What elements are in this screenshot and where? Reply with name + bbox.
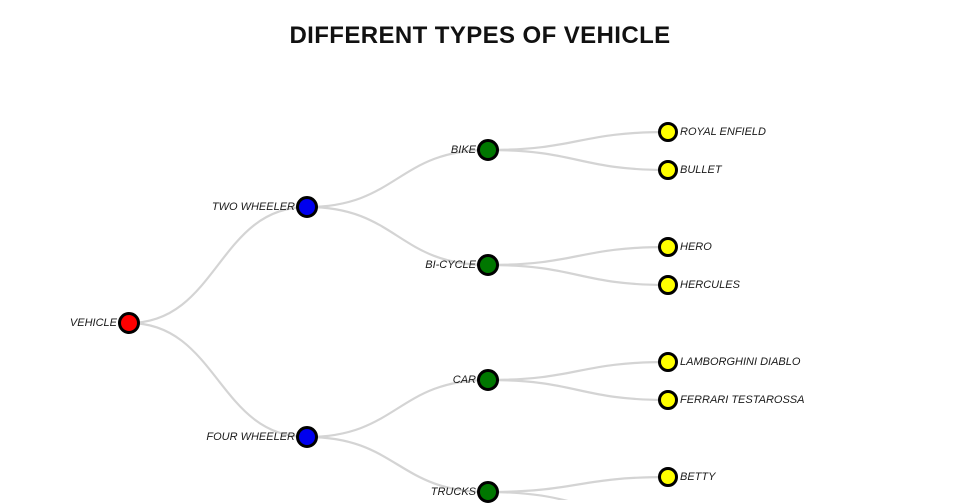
tree-node-label-hero: HERO	[680, 241, 712, 253]
tree-node-car[interactable]	[477, 369, 499, 391]
tree-node-label-bike: BIKE	[450, 144, 476, 156]
tree-edge	[127, 205, 309, 325]
tree-edge	[127, 321, 309, 439]
tree-node-four[interactable]	[296, 426, 318, 448]
tree-node-bullet[interactable]	[658, 160, 678, 180]
tree-node-label-royal: ROYAL ENFIELD	[680, 126, 766, 138]
tree-node-bike[interactable]	[477, 139, 499, 161]
tree-edge	[305, 435, 490, 494]
tree-node-label-lambo: LAMBORGHINI DIABLO	[680, 356, 801, 368]
tree-edge	[486, 490, 569, 500]
tree-node-label-vehicle: VEHICLE	[69, 317, 117, 329]
tree-node-hero[interactable]	[658, 237, 678, 257]
tree-edge	[486, 148, 670, 172]
tree-edge	[486, 130, 670, 152]
tree-node-ferrari[interactable]	[658, 390, 678, 410]
tree-node-label-bicycle: BI-CYCLE	[425, 259, 476, 271]
tree-edge	[486, 360, 670, 382]
tree-edge	[486, 245, 670, 267]
tree-node-label-two: TWO WHEELER	[211, 201, 295, 213]
tree-node-bicycle[interactable]	[477, 254, 499, 276]
tree-node-lambo[interactable]	[658, 352, 678, 372]
tree-node-label-ferrari: FERRARI TESTAROSSA	[680, 394, 805, 406]
tree-node-royal[interactable]	[658, 122, 678, 142]
tree-edge	[486, 263, 670, 287]
tree-edge	[305, 378, 490, 439]
tree-node-label-hercules: HERCULES	[680, 279, 740, 291]
tree-node-betty[interactable]	[658, 467, 678, 487]
tree-edge	[305, 205, 490, 267]
tree-node-label-bullet: BULLET	[680, 164, 722, 176]
tree-node-hercules[interactable]	[658, 275, 678, 295]
tree-edge	[486, 475, 670, 494]
page-title: DIFFERENT TYPES OF VEHICLE	[289, 22, 671, 49]
tree-node-two[interactable]	[296, 196, 318, 218]
tree-node-label-trucks: TRUCKS	[430, 486, 476, 498]
tree-edge	[305, 148, 490, 209]
tree-edge	[486, 378, 670, 402]
tree-node-vehicle[interactable]	[118, 312, 140, 334]
tree-node-label-betty: BETTY	[680, 471, 716, 483]
tree-node-label-four: FOUR WHEELER	[206, 431, 295, 443]
tree-node-label-car: CAR	[452, 374, 476, 386]
